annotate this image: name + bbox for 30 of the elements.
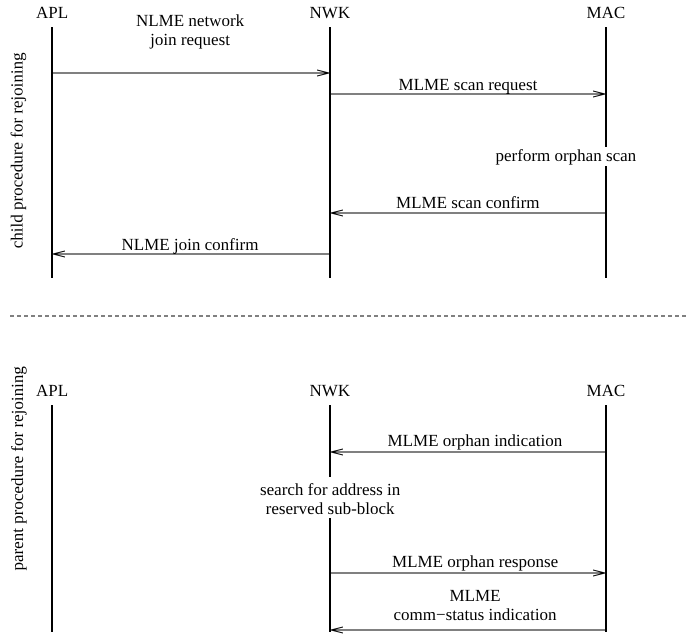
edge-label: MLME scan confirm [396,194,540,213]
edge-label: MLME scan request [398,76,538,95]
message-arrow [330,570,606,576]
message-arrow [330,626,606,634]
edge-label: NLME join confirm [122,236,258,255]
edge-label: NLME network join request [136,12,244,50]
lifeline [329,405,331,477]
lifeline-heading: MAC [586,382,626,401]
lifeline [605,27,607,278]
lifeline [329,27,331,278]
section-label: child procedure for rejoining [8,52,28,248]
edge-label: MLME orphan indication [388,432,562,451]
lifeline-heading: APL [36,382,68,401]
message-arrow [52,250,330,258]
lifeline-heading: NWK [310,4,350,23]
note: perform orphan scan [496,147,636,166]
lifeline [605,405,607,632]
section-label: parent procedure for rejoining [8,366,28,570]
message-arrow [330,448,606,456]
edge-label: MLME comm−status indication [394,587,557,624]
lifeline-heading: APL [36,4,68,23]
edge-label: MLME orphan response [392,553,558,572]
lifeline [51,27,53,278]
message-arrow [52,70,330,76]
lifeline [51,405,53,632]
lifeline [329,518,331,632]
lifeline-heading: NWK [310,382,350,401]
lifeline-heading: MAC [586,4,626,23]
message-arrow [330,90,606,98]
message-arrow [330,210,606,216]
